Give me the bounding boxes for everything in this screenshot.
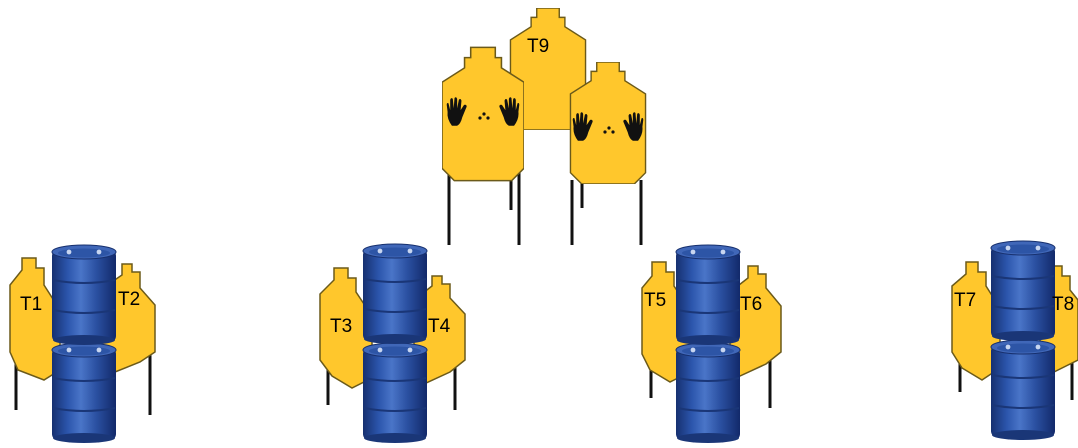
target-label-t8: T8 [1052, 294, 1074, 315]
barrel-icon [991, 241, 1055, 341]
target-label-t7: T7 [954, 290, 976, 311]
top-target-cluster: T9 [442, 8, 646, 245]
barrel-group-1: T1 T2 [10, 245, 155, 443]
barrel-group-2: T3 T4 [320, 244, 465, 443]
target-label-t4: T4 [428, 316, 451, 337]
target-label-t5: T5 [644, 290, 666, 311]
barrel-icon [363, 244, 427, 344]
barrel-group-4: T7 T8 [952, 241, 1078, 440]
barrel-group-3: T5 T6 [642, 245, 781, 443]
barrel-icon [52, 245, 116, 345]
barrel-icon [363, 343, 427, 443]
target-label-t2: T2 [118, 289, 140, 310]
barrel-icon [676, 245, 740, 345]
target-label-t1: T1 [20, 294, 42, 315]
target-label-t6: T6 [740, 294, 762, 315]
barrel-icon [991, 340, 1055, 440]
target-label-t9: T9 [527, 36, 549, 57]
barrel-icon [52, 343, 116, 443]
barrel-icon [676, 343, 740, 443]
target-label-t3: T3 [330, 316, 352, 337]
